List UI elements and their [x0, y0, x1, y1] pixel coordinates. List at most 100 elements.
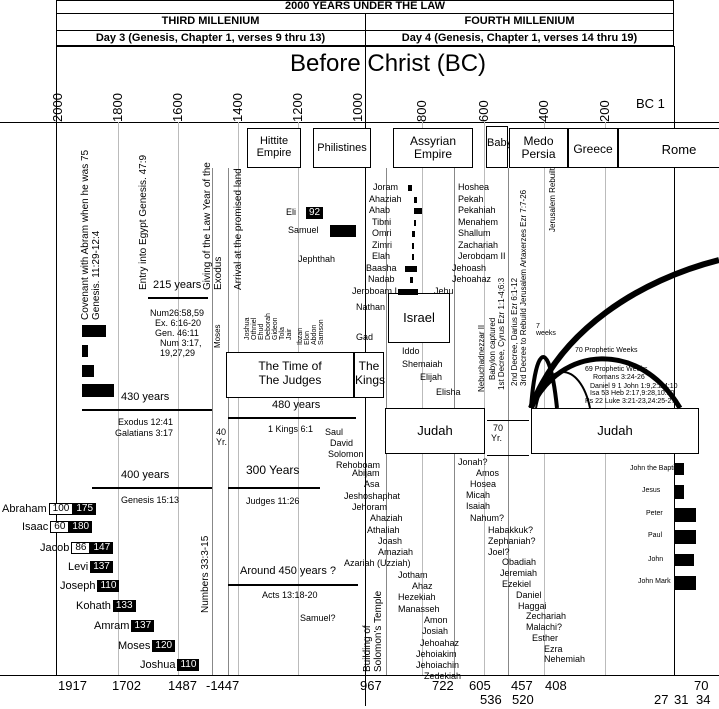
patriarch-age-start: 100: [48, 503, 74, 516]
judah-king: Amaziah: [378, 547, 414, 558]
israel-king: Zimri: [372, 239, 392, 250]
gridline: [508, 168, 509, 675]
united-king: Solomon: [328, 449, 364, 459]
gridline: [484, 122, 485, 675]
israel-king-bar: [412, 242, 414, 249]
samuel-question-label: Samuel?: [300, 613, 336, 623]
patriarch-age-start: 86: [71, 542, 91, 555]
eli-age: 92: [306, 207, 324, 219]
romans-ref: Romans 3:24-26: [593, 374, 645, 381]
bottom-date: 1917: [58, 678, 87, 693]
judah-box-label: Judah: [417, 423, 453, 438]
span-300-ref: Judges 11:26: [246, 496, 300, 506]
bottom-date: 536: [480, 692, 502, 707]
frame-right-line: [674, 46, 675, 676]
judah-king: Amon: [424, 614, 448, 625]
judges-box-label: The Time of The Judges: [258, 359, 322, 387]
empire-assyrian-label: Assyrian Empire: [409, 134, 456, 161]
israel-king: Omri: [372, 228, 392, 238]
judah-king: Ahaziah: [370, 513, 403, 524]
kings-box-label: The Kings: [355, 359, 386, 387]
judah-king: Jehoiakim: [416, 648, 457, 659]
span-70-label: 70: [493, 423, 504, 433]
nt-figure-bar: [674, 463, 684, 475]
israel-prophet: Iddo: [402, 346, 420, 356]
bottom-date: 1487: [168, 678, 197, 693]
span-40-label-yr: Yr.: [216, 437, 228, 447]
bottom-date: 722: [432, 678, 454, 693]
israel-king-bar: [412, 254, 414, 260]
frame-left-line: [56, 46, 57, 676]
israel-prophet: Elijah: [420, 372, 443, 382]
gridline: [422, 122, 423, 675]
empire-rome: Rome: [618, 128, 719, 168]
nt-figure-bar: [674, 554, 694, 566]
judah-prophet: Malachi?: [526, 622, 563, 632]
judah-prophet: Amos: [476, 468, 500, 478]
israel-king-bar: [412, 231, 415, 237]
judah-box-2: Judah: [531, 408, 699, 454]
span-400-arrow: [92, 487, 212, 489]
united-king: David: [330, 438, 354, 448]
span-40-label: 40: [216, 427, 227, 437]
judah-prophet: Obadiah: [502, 557, 537, 567]
bottom-date: -1447: [206, 678, 240, 693]
isaiah-ref: Isa 53 Heb 2:17,9:28,10:10: [590, 390, 675, 397]
empire-philistines: Philistines: [313, 128, 371, 168]
span-300-arrow: [228, 487, 320, 489]
gridline: [544, 122, 545, 675]
judah-king: Athaliah: [367, 524, 400, 535]
israel-king-bar: [414, 208, 422, 214]
lifespan-bar-1: [82, 325, 106, 337]
nt-figure: Jesus: [642, 487, 661, 494]
gridline: [212, 168, 213, 675]
patriarch-age: 147: [90, 542, 114, 555]
patriarch-age: 137: [131, 620, 155, 633]
span-70-arrow-top: [487, 420, 529, 421]
day4-label: Day 4 (Genesis, Chapter 1, verses 14 thr…: [401, 32, 638, 44]
span-400-label: 400 years: [121, 469, 170, 481]
span-215-ref: Gen. 46:11: [155, 328, 199, 338]
judah-prophet: Esther: [532, 633, 559, 643]
judah-king: Azariah (Uzziah): [344, 558, 411, 569]
israel-prophet: Elisha: [436, 387, 461, 397]
israel-king-right: Pekah: [458, 193, 484, 204]
span-480-arrow: [228, 417, 356, 419]
israel-king: Nadab: [368, 274, 395, 284]
patriarch-age: 180: [69, 521, 93, 534]
israel-king: Jeroboam I: [352, 285, 398, 296]
israel-king-bar: [414, 196, 417, 203]
nt-figure-bar: [674, 508, 696, 522]
span-215-ref: Num26:58,59: [150, 308, 205, 318]
empire-hittite-label: Hittite Empire: [256, 135, 292, 159]
span-215-ref: Num 3:17,: [160, 338, 202, 348]
empire-greece: Greece: [568, 128, 618, 168]
span-70-label-yr: Yr.: [491, 433, 503, 443]
seventy-weeks-label: 70 Prophetic Weeks: [575, 347, 638, 354]
eli-label: Eli: [286, 207, 297, 217]
span-430-ref-2: Galatians 3:17: [115, 428, 174, 438]
samuel-bar: [330, 225, 356, 237]
gridline: [298, 122, 299, 675]
empire-hittite: Hittite Empire: [247, 128, 301, 168]
judah-king: Jotham: [398, 569, 428, 580]
judah-prophet: Hosea: [470, 479, 497, 489]
psalms-ref: Ps 22 Luke 3:21-23,24:25-27: [585, 398, 676, 405]
era-title: Before Christ (BC): [290, 50, 487, 77]
patriarch-name: Joseph: [60, 580, 96, 592]
seven-weeks-arc: [529, 355, 559, 409]
patriarch-name: Kohath: [76, 600, 111, 612]
israel-king-bar: [405, 265, 417, 272]
span-480-label: 480 years: [272, 399, 321, 411]
judges-box: The Time of The Judges: [226, 352, 354, 398]
sixty-nine-weeks-label: 69 Prophetic Weeks: [585, 366, 648, 373]
judah-king: Ahaz: [412, 581, 433, 591]
judah-prophet: Jonah?: [458, 457, 488, 467]
israel-box-label: Israel: [403, 310, 435, 325]
judah-king: Manasseh: [398, 603, 440, 614]
